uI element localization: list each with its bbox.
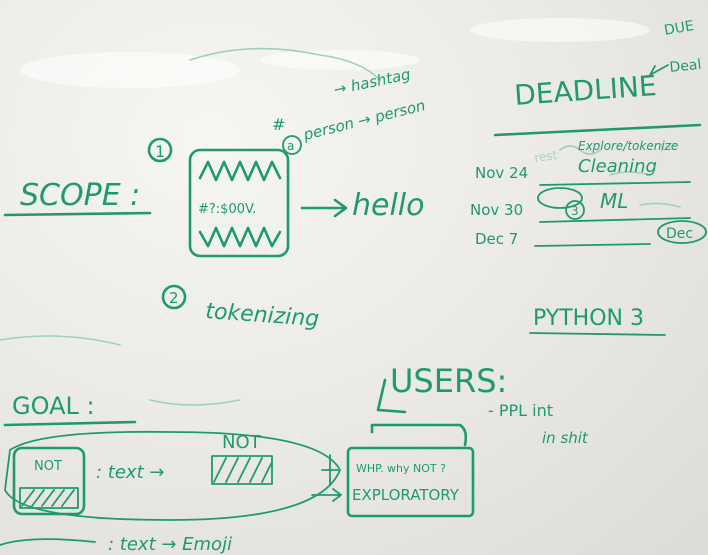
dec-circle [657,220,707,244]
marker-a: a [287,139,294,153]
scope-box [188,148,290,258]
deadline-rule [534,243,651,247]
goal-right-box [346,446,475,518]
goal-box-2-hatch [211,455,273,485]
hash-symbol: # [272,115,285,134]
arrow-right-icon [300,198,348,218]
circled-3-outline [565,200,585,220]
step2-circle [161,284,187,310]
scope-underline [3,211,152,217]
goal-box-2-label: NOT [222,432,262,453]
wave-bottom [198,226,282,248]
goal-bottom-mark [0,538,96,546]
deadline-task-1-top: Explore/tokenize [578,139,678,153]
goal-heading: GOAL : [12,392,95,420]
goal-underline [3,420,137,427]
svg-text:pe: pe [660,139,675,153]
goal-right-line2: EXPLORATORY [352,486,460,504]
python-underline [529,332,666,336]
glare-reflection [470,18,650,42]
goal-right-line1: WHP. why NOT ? [356,462,446,475]
goal-bottom-line: : text → Emoji [108,534,232,555]
deadline-rule [539,181,691,186]
glare-reflection [260,50,420,70]
step1-circle [147,137,173,163]
goal-box-1-hatch [19,487,79,509]
goal-outline [4,430,341,521]
deadline-task-2: ML [600,189,628,213]
deadline-heading: DEADLINE [513,69,657,112]
erased-marks: rest pe [0,47,681,406]
scope-heading: SCOPE : [20,178,140,213]
goal-box-1 [12,446,86,516]
deadline-date-2: Nov 30 [470,201,523,219]
deadline-date-3: Dec 7 [475,230,518,248]
circled-3: 3 [571,204,579,218]
svg-text:rest: rest [533,148,558,165]
wave-top [198,160,282,182]
step2-number: 2 [169,289,179,307]
users-line1: - PPL int [488,401,553,420]
corner-note-2: Deal [669,57,702,76]
users-bracket [376,378,407,414]
annotation-line1: → hashtag [332,65,412,99]
step2-text: tokenizing [205,299,320,332]
corner-note-1: DUE [663,18,695,39]
arrow-icon [649,64,669,76]
scribble-circle [537,187,583,209]
deadline-date-1: Nov 24 [475,164,528,182]
users-line2: in shit [542,429,589,447]
plus-mark [321,454,339,486]
users-heading: USERS: [390,362,507,400]
glare-reflection [20,52,240,88]
deadline-task-1: Cleaning [578,156,657,177]
python-label: PYTHON 3 [533,306,644,331]
deadline-underline [493,123,702,137]
arrow-right-icon [311,488,342,502]
goal-box-1-label: NOT [34,459,62,474]
deadline-rule [539,217,691,223]
users-bracket-extension [370,423,468,447]
step1-number: 1 [155,142,165,161]
annotation-line2: person → person [301,96,428,144]
scope-box-text: #?:$00V. [198,202,256,217]
goal-text-arrow-1: : text → [96,462,164,483]
marker-a-circle [282,135,302,155]
output-word: hello [352,188,425,223]
circled-dec: Dec [666,226,693,242]
